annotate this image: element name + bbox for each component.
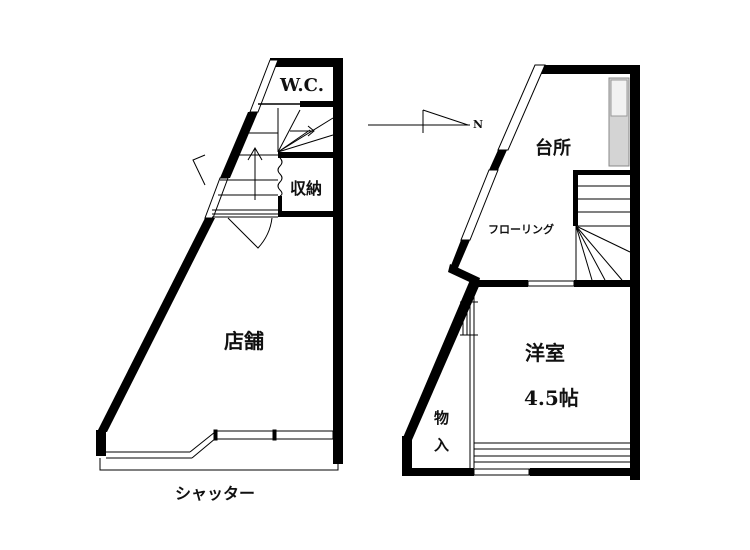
north-label: N (473, 118, 484, 131)
north-arrow-icon (368, 109, 470, 133)
left-floor-plan (96, 58, 343, 471)
shop-label: 店舗 (224, 329, 264, 353)
western-room-label: 洋室 (525, 341, 565, 365)
right-floor-plan (402, 64, 640, 480)
western-room-size-label: 4.5帖 (524, 386, 579, 410)
storage-label: 収納 (290, 179, 323, 198)
closet-label-line1: 物 (434, 409, 450, 427)
kitchen-label: 台所 (535, 138, 571, 159)
wc-label: W.C. (280, 75, 324, 96)
flooring-label: フローリング (488, 223, 554, 236)
closet-label-line2: 入 (434, 436, 450, 454)
shutter-label: シャッター (175, 484, 256, 503)
